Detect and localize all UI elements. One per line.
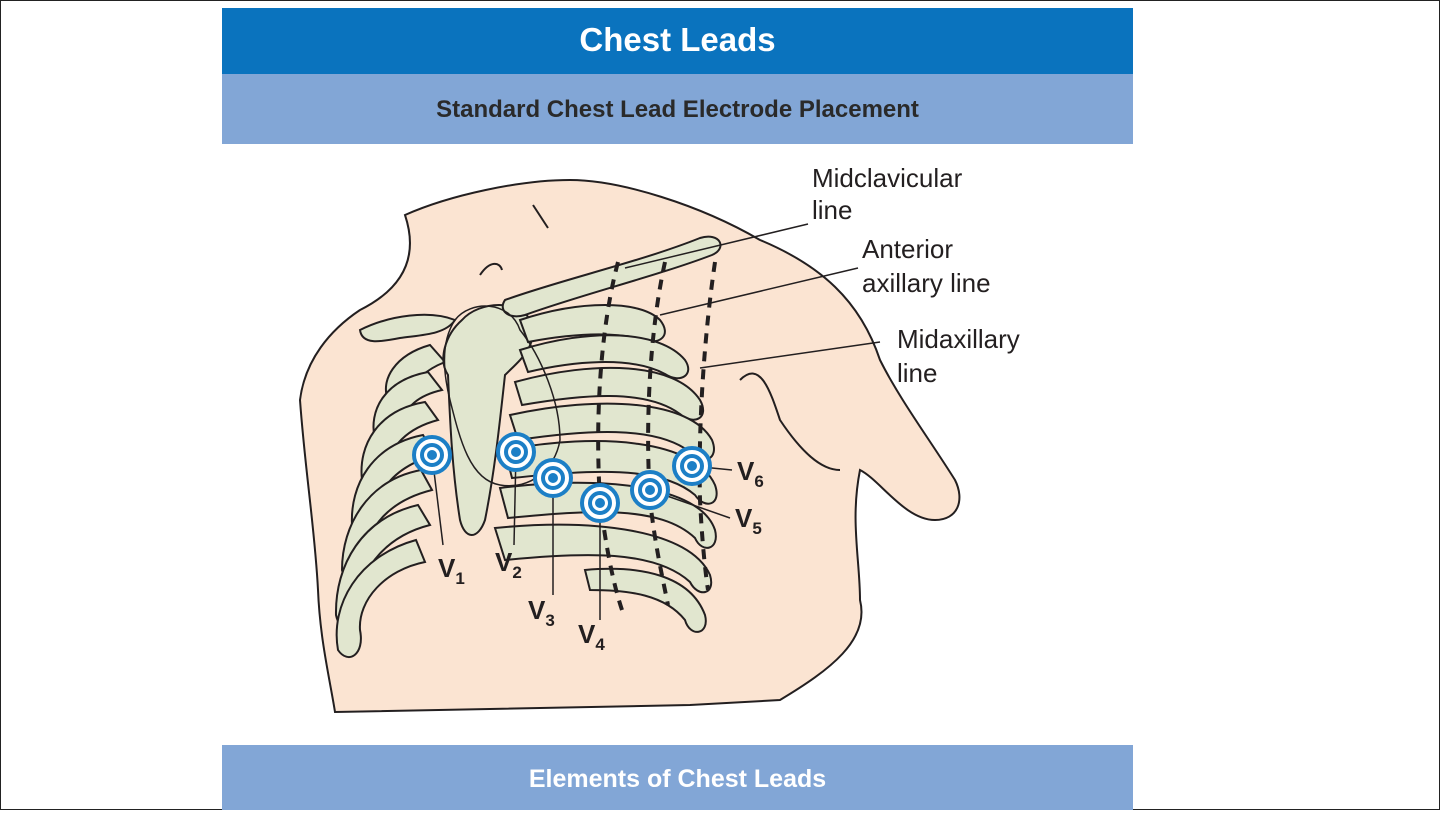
- electrode-v3: [533, 458, 573, 498]
- electrode-v4: [580, 483, 620, 523]
- slide-footer: Elements of Chest Leads: [222, 745, 1133, 810]
- electrode-v2: [496, 432, 536, 472]
- electrode-v6: [672, 446, 712, 486]
- lead-label-v6: V6: [737, 456, 764, 491]
- electrodes: [412, 432, 712, 523]
- anterior-axillary-label-line1: Anterior: [862, 234, 953, 264]
- electrode-v1: [412, 435, 452, 475]
- midclavicular-label-line2: line: [812, 195, 852, 225]
- arm-contour: [739, 372, 841, 471]
- midaxillary-dashed-line: [697, 261, 717, 591]
- lead-label-v1: V1: [438, 553, 465, 588]
- slide-subtitle: Standard Chest Lead Electrode Placement: [222, 74, 1133, 144]
- anterior-axillary-label-line2: axillary line: [862, 268, 991, 298]
- lead-label-v4: V4: [578, 619, 605, 654]
- lead-label-v2: V2: [495, 547, 522, 582]
- midclavicular-label-line1: Midclavicular: [812, 163, 963, 193]
- slide-title: Chest Leads: [222, 8, 1133, 74]
- midaxillary-label-line1: Midaxillary: [897, 324, 1020, 354]
- midaxillary-label-line2: line: [897, 358, 937, 388]
- electrode-v5: [630, 470, 670, 510]
- lead-label-v5: V5: [735, 503, 762, 538]
- midclavicular-dashed-line: [596, 261, 624, 611]
- lead-label-v3: V3: [528, 595, 555, 630]
- neck-contour: [479, 204, 549, 276]
